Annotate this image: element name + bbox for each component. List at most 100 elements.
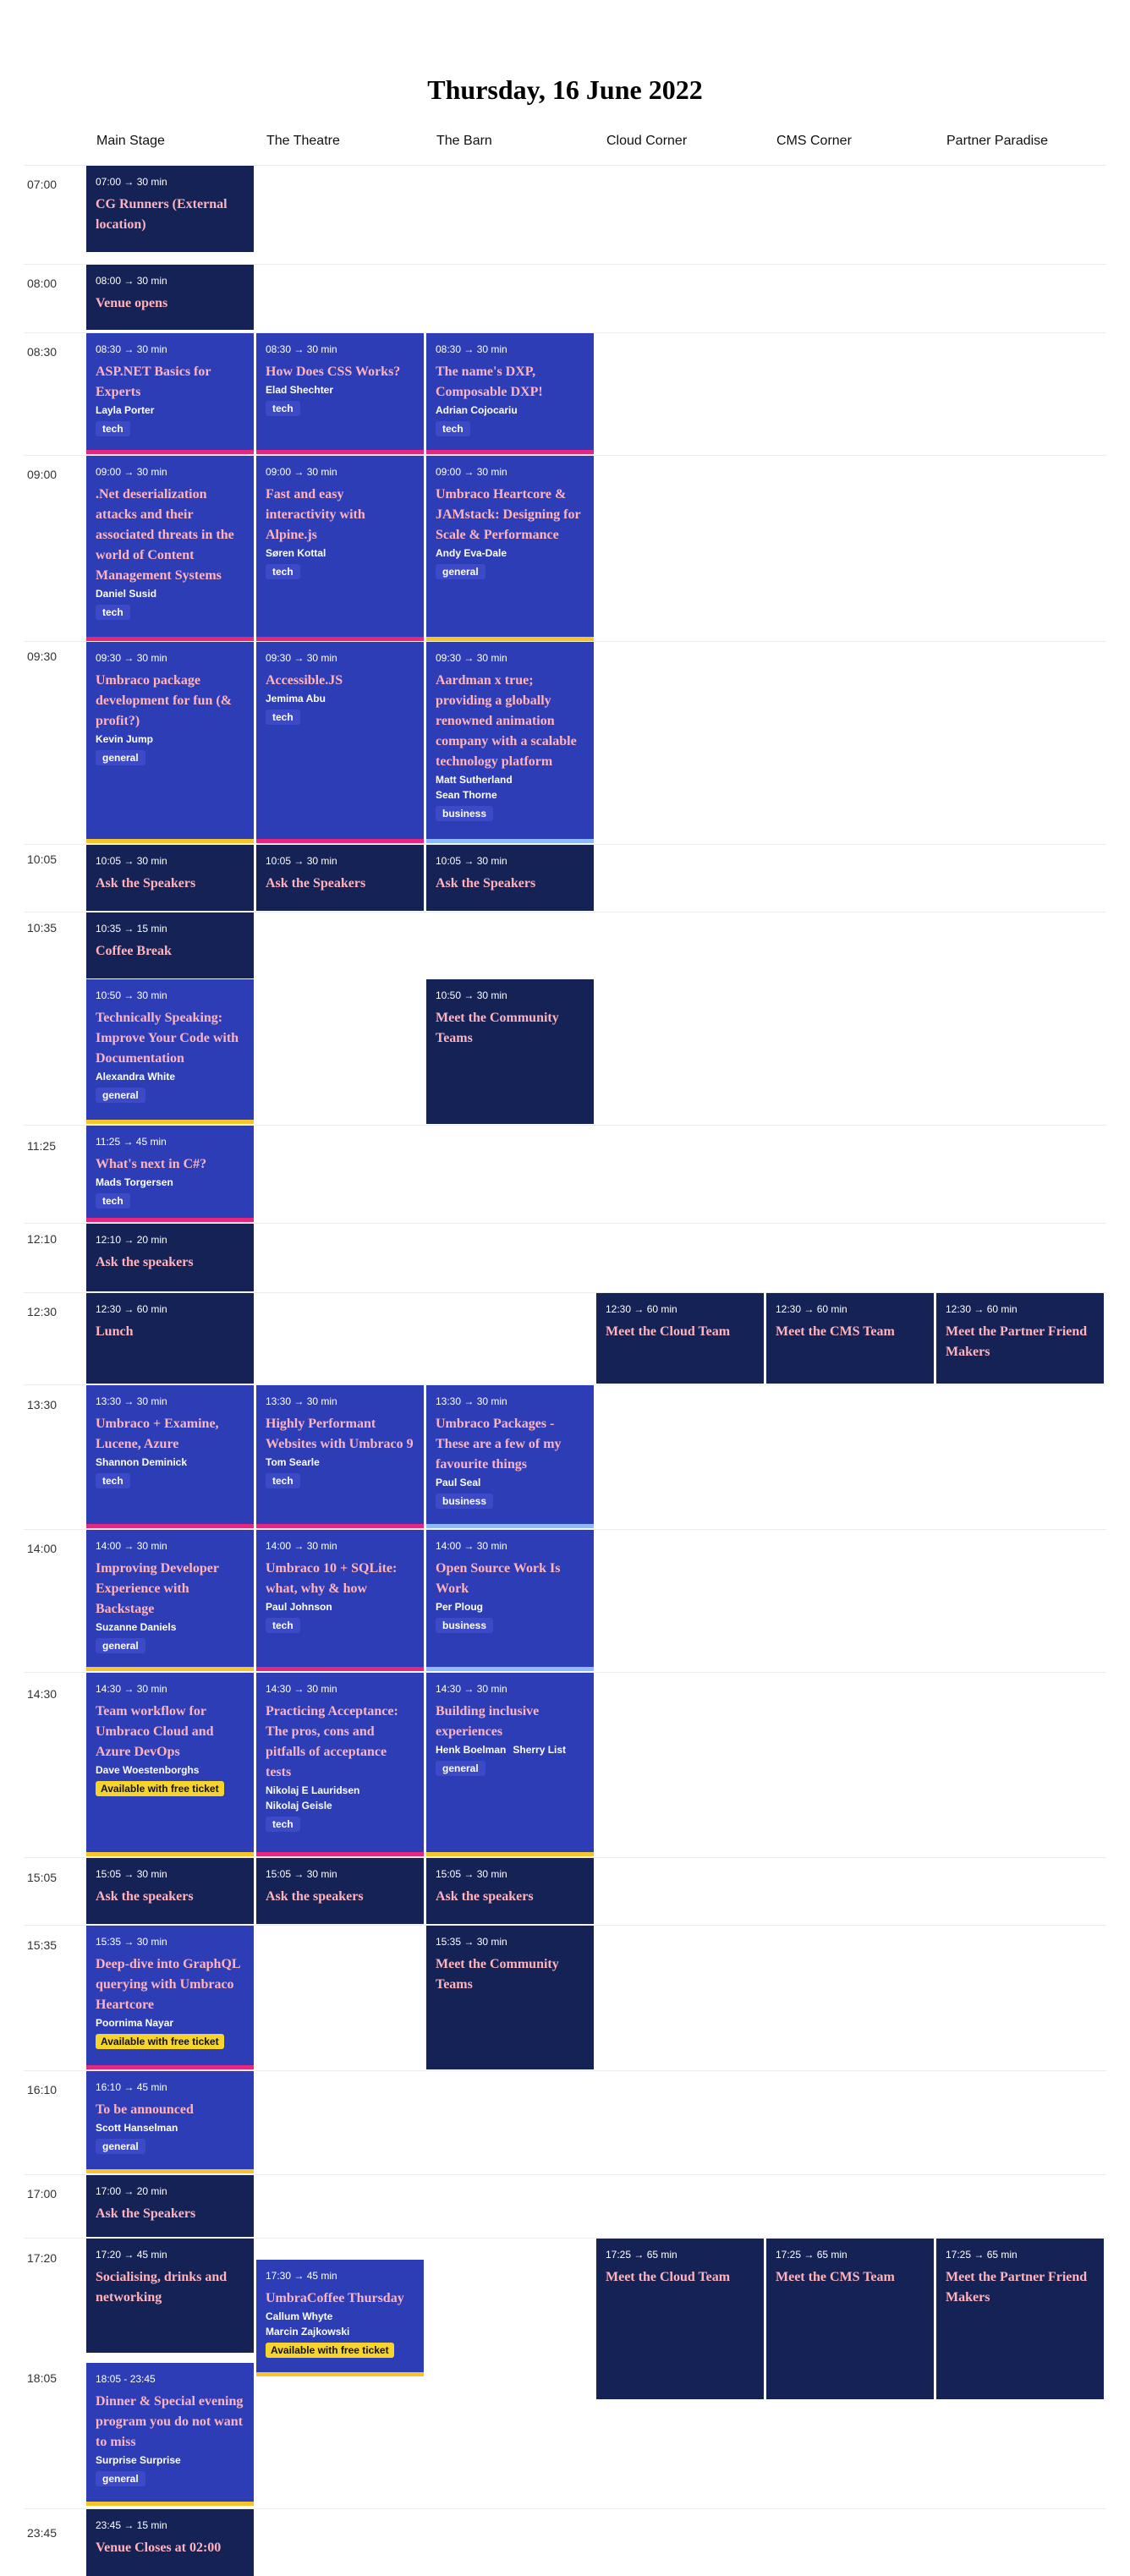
session-title[interactable]: Practicing Acceptance: The pros, cons an… — [266, 1704, 398, 1779]
speaker-name[interactable]: Henk Boelman — [436, 1744, 507, 1756]
session-title[interactable]: Dinner & Special evening program you do … — [96, 2394, 244, 2449]
session-title[interactable]: Meet the Community Teams — [436, 1957, 559, 1992]
speaker-name[interactable]: Tom Searle — [266, 1456, 320, 1468]
speaker-name[interactable]: Alexandra White — [96, 1071, 176, 1082]
speaker-name[interactable]: Mads Torgersen — [96, 1176, 173, 1188]
speaker-name[interactable]: Layla Porter — [96, 404, 155, 416]
session-title[interactable]: Umbraco package development for fun (& p… — [96, 673, 233, 728]
speaker-name[interactable]: Poornima Nayar — [96, 2017, 174, 2029]
session-title[interactable]: Umbraco + Examine, Lucene, Azure — [96, 1417, 219, 1451]
speaker-name[interactable]: Suzanne Daniels — [96, 1621, 177, 1633]
session-title[interactable]: Meet the CMS Team — [776, 1324, 895, 1339]
session-title[interactable]: .Net deserialization attacks and their a… — [96, 487, 234, 583]
speaker-name[interactable]: Kevin Jump — [96, 733, 154, 745]
speaker-name[interactable]: Daniel Susid — [96, 588, 157, 600]
speaker-name[interactable]: Nikolaj Geisle — [266, 1800, 332, 1811]
speaker-name[interactable]: Elad Shechter — [266, 384, 334, 396]
session-title[interactable]: Meet the Cloud Team — [606, 2270, 731, 2284]
session-title[interactable]: Deep-dive into GraphQL querying with Umb… — [96, 1957, 240, 2012]
session-title[interactable]: What's next in C#? — [96, 1157, 207, 1171]
session-title[interactable]: ASP.NET Basics for Experts — [96, 364, 211, 399]
speaker-name[interactable]: Adrian Cojocariu — [436, 404, 518, 416]
session-title[interactable]: CG Runners (External location) — [96, 197, 228, 232]
speaker-name[interactable]: Surprise Surprise — [96, 2454, 181, 2466]
session-title[interactable]: The name's DXP, Composable DXP! — [436, 364, 543, 399]
speaker-name[interactable]: Scott Hanselman — [96, 2122, 178, 2134]
session-title[interactable]: Ask the Speakers — [96, 876, 196, 891]
session-title[interactable]: Venue Closes at 02:00 — [96, 2540, 222, 2555]
session-title[interactable]: Umbraco 10 + SQLite: what, why & how — [266, 1561, 398, 1596]
session-title[interactable]: Umbraco Packages - These are a few of my… — [436, 1417, 562, 1472]
speaker-name[interactable]: Søren Kottal — [266, 547, 326, 559]
session-title[interactable]: Open Source Work Is Work — [436, 1561, 561, 1596]
session-title[interactable]: Venue opens — [96, 296, 168, 310]
session-title[interactable]: Ask the Speakers — [436, 876, 536, 891]
speaker-name[interactable]: Paul Johnson — [266, 1601, 332, 1613]
session-title[interactable]: Highly Performant Websites with Umbraco … — [266, 1417, 414, 1451]
speaker-name[interactable]: Sean Thorne — [436, 789, 497, 801]
session-title[interactable]: Aardman x true; providing a globally ren… — [436, 673, 577, 769]
session-title[interactable]: Ask the Speakers — [266, 876, 366, 891]
session-title[interactable]: Accessible.JS — [266, 673, 343, 688]
speaker-name[interactable]: Dave Woestenborghs — [96, 1764, 200, 1776]
speaker-name[interactable]: Per Ploug — [436, 1601, 484, 1613]
session-title[interactable]: Ask the speakers — [266, 1889, 364, 1904]
session-title[interactable]: To be announced — [96, 2102, 194, 2117]
session-title[interactable]: Fast and easy interactivity with Alpine.… — [266, 487, 365, 542]
session-title[interactable]: Team workflow for Umbraco Cloud and Azur… — [96, 1704, 214, 1759]
session-title[interactable]: Coffee Break — [96, 944, 172, 958]
session-title[interactable]: Meet the Cloud Team — [606, 1324, 731, 1339]
session-title[interactable]: How Does CSS Works? — [266, 364, 401, 379]
session-title[interactable]: Umbraco Heartcore & JAMstack: Designing … — [436, 487, 581, 542]
session-title[interactable]: Ask the speakers — [436, 1889, 534, 1904]
speaker-name[interactable]: Shannon Deminick — [96, 1456, 188, 1468]
session-title[interactable]: Ask the speakers — [96, 1255, 194, 1269]
speaker-name[interactable]: Paul Seal — [436, 1477, 481, 1488]
session-title[interactable]: Technically Speaking: Improve Your Code … — [96, 1011, 239, 1066]
session-title[interactable]: Meet the Partner Friend Makers — [946, 2270, 1088, 2305]
speaker-name[interactable]: Sherry List — [513, 1744, 567, 1756]
speaker-name[interactable]: Andy Eva-Dale — [436, 547, 507, 559]
session-title[interactable]: Ask the Speakers — [96, 2206, 196, 2221]
